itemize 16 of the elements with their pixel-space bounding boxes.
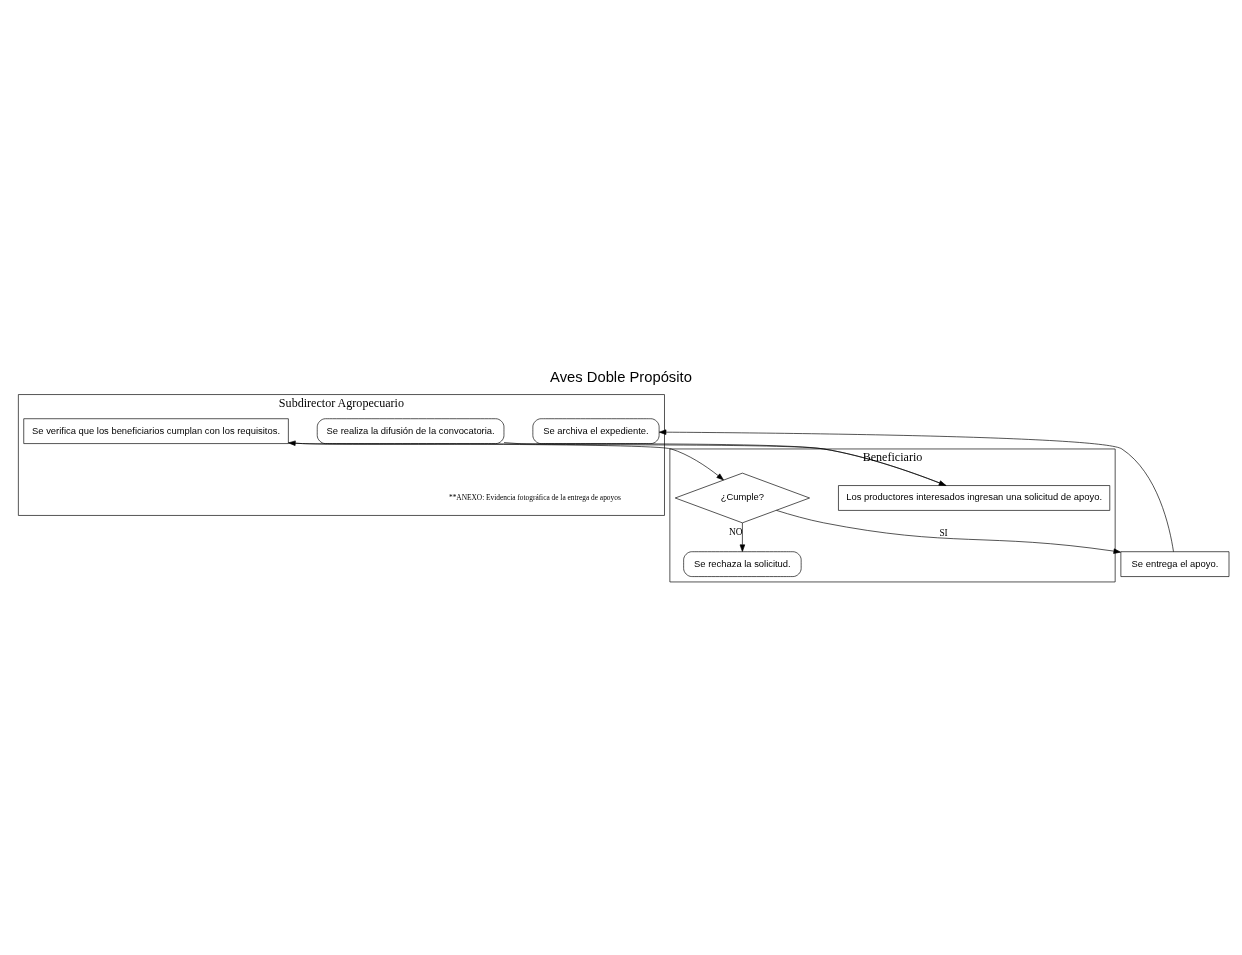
- node-box: Se realiza la difusión de la convocatoria.: [316, 418, 505, 444]
- arrow: [739, 522, 746, 552]
- node-box: Se archiva el expediente.: [532, 418, 660, 444]
- node-box: Se rechaza la solicitud.: [683, 551, 802, 577]
- arrow: [658, 429, 1174, 552]
- label: **ANEXO: Evidencia fotográfica de la entrega de apoyos: [448, 492, 621, 502]
- node-box: Se verifica que los beneficiarios cumplan con los requisitos.: [23, 418, 289, 444]
- arrow: [776, 510, 1121, 554]
- arrow: [288, 440, 947, 486]
- node-box: Se entrega el apoyo.: [1120, 551, 1230, 577]
- arrow: [503, 442, 947, 486]
- edge-label: SI: [939, 527, 948, 538]
- node-box: Los productores interesados ingresan una solicitud de apoyo.: [838, 485, 1111, 511]
- arrow: [288, 442, 724, 481]
- diagram-title: Aves Doble Propósito: [550, 369, 692, 386]
- edge-label: NO: [728, 526, 743, 537]
